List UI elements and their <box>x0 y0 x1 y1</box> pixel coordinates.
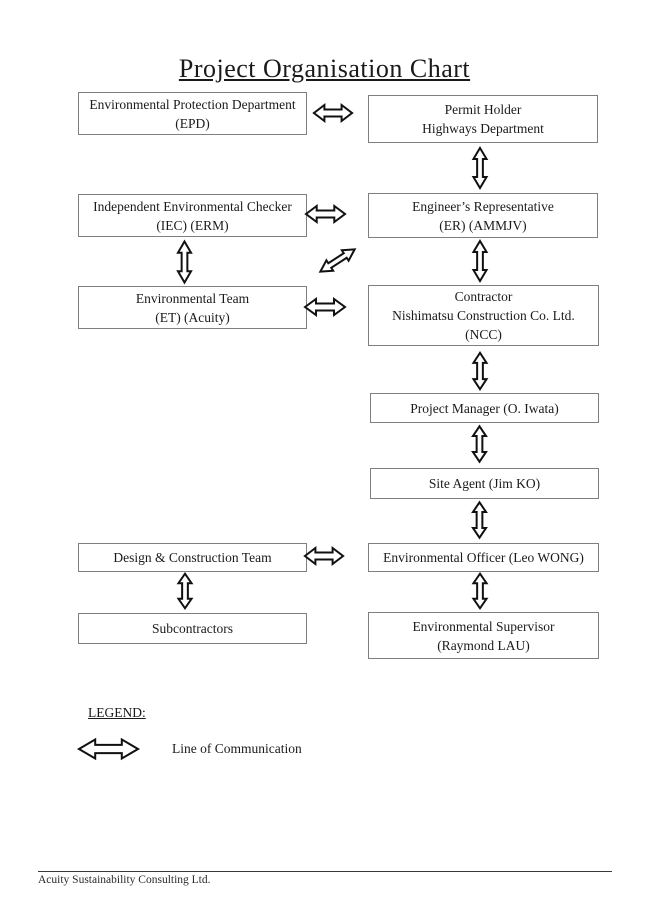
legend-double-arrow-icon <box>76 736 141 762</box>
box-er-label: Engineer’s Representative (ER) (AMMJV) <box>412 198 554 233</box>
arrow-contractor-pm-icon <box>471 351 489 391</box>
arrow-et-contractor-icon <box>303 296 347 318</box>
box-et: Environmental Team (ET) (Acuity) <box>78 286 307 329</box>
box-environmental-supervisor-label: Environmental Supervisor (Raymond LAU) <box>412 618 555 653</box>
arrow-pm-site-agent-icon <box>471 425 489 464</box>
box-et-label: Environmental Team (ET) (Acuity) <box>135 290 250 325</box>
arrow-iec-et-icon <box>176 240 194 285</box>
arrow-epd-permit-holder-icon <box>312 102 354 124</box>
arrow-er-contractor-icon <box>471 239 489 283</box>
arrow-design-construction-eo-icon <box>303 545 345 567</box>
box-contractor-label: Contractor Nishimatsu Construction Co. L… <box>392 289 575 342</box>
box-subcontractors-label: Subcontractors <box>152 621 233 636</box>
box-iec: Independent Environmental Checker (IEC) … <box>78 194 307 237</box>
page-title: Project Organisation Chart <box>178 54 471 83</box>
footer-rule <box>38 871 612 872</box>
footer-text: Acuity Sustainability Consulting Ltd. <box>38 874 211 886</box>
box-project-manager: Project Manager (O. Iwata) <box>370 393 599 423</box>
box-design-construction: Design & Construction Team <box>78 543 307 572</box>
box-contractor: Contractor Nishimatsu Construction Co. L… <box>368 285 599 346</box>
arrow-eo-es-icon <box>471 572 489 610</box>
box-environmental-officer: Environmental Officer (Leo WONG) <box>368 543 599 572</box>
box-iec-label: Independent Environmental Checker (IEC) … <box>93 198 292 233</box>
legend-label: Line of Communication <box>172 741 302 756</box>
box-site-agent-label: Site Agent (Jim KO) <box>428 476 541 491</box>
box-project-manager-label: Project Manager (O. Iwata) <box>410 400 559 416</box>
box-site-agent: Site Agent (Jim KO) <box>370 468 599 499</box>
box-design-construction-label: Design & Construction Team <box>113 550 272 565</box>
box-environmental-officer-label: Environmental Officer (Leo WONG) <box>383 550 584 565</box>
arrow-iec-er-icon <box>304 203 347 225</box>
legend-heading: LEGEND: <box>88 705 146 720</box>
arrow-design-construction-subcontractors-icon <box>176 572 194 610</box>
arrow-permit-holder-er-icon <box>471 146 489 190</box>
box-permit-holder-label: Permit Holder Highways Department <box>422 102 544 136</box>
arrow-site-agent-eo-icon <box>471 501 489 540</box>
box-environmental-supervisor: Environmental Supervisor (Raymond LAU) <box>368 612 599 659</box>
box-permit-holder: Permit Holder Highways Department <box>368 95 598 143</box>
box-er: Engineer’s Representative (ER) (AMMJV) <box>368 193 598 238</box>
box-epd: Environmental Protection Department (EPD… <box>78 92 307 135</box>
box-subcontractors: Subcontractors <box>78 613 307 644</box>
box-epd-label: Environmental Protection Department (EPD… <box>89 96 296 131</box>
arrow-et-er-diagonal-icon <box>314 241 361 280</box>
